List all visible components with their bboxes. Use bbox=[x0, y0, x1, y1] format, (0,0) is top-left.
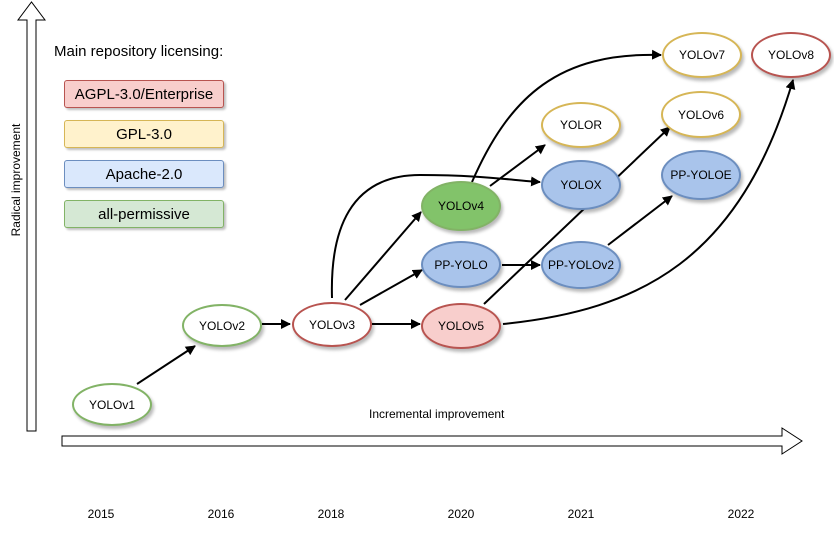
edge-yolov5-yolov6 bbox=[483, 126, 671, 305]
node-yolov4: YOLOv4 bbox=[421, 181, 501, 231]
node-yolov2: YOLOv2 bbox=[182, 304, 262, 347]
legend-item-agpl: AGPL-3.0/Enterprise bbox=[64, 80, 224, 108]
legend-item-permissive: all-permissive bbox=[64, 200, 224, 228]
legend-item-gpl: GPL-3.0 bbox=[64, 120, 224, 148]
year-label-2020: 2020 bbox=[447, 507, 475, 521]
node-pp-yoloe: PP-YOLOE bbox=[661, 150, 741, 200]
node-pp-yolo: PP-YOLO bbox=[421, 241, 501, 288]
node-yolov1: YOLOv1 bbox=[72, 383, 152, 426]
node-yolor: YOLOR bbox=[541, 102, 621, 148]
edge-ppyolov2-ppyoloe bbox=[607, 195, 673, 246]
y-axis-label: Radical improvement bbox=[9, 123, 23, 237]
legend-item-apache: Apache-2.0 bbox=[64, 160, 224, 188]
year-label-2021: 2021 bbox=[567, 507, 595, 521]
edge-yolov4-yolor bbox=[489, 144, 546, 187]
edge-yolov4-yolov7 bbox=[471, 49, 662, 183]
year-label-2022: 2022 bbox=[727, 507, 755, 521]
node-yolov7: YOLOv7 bbox=[662, 32, 742, 78]
legend-title: Main repository licensing: bbox=[54, 43, 224, 60]
node-yolov6: YOLOv6 bbox=[661, 91, 741, 138]
edge-yolov3-ppyolo bbox=[359, 269, 423, 306]
y-axis-arrow bbox=[17, 1, 46, 432]
year-label-2015: 2015 bbox=[87, 507, 115, 521]
node-yolox: YOLOX bbox=[541, 160, 621, 210]
node-pp-yolov2: PP-YOLOv2 bbox=[541, 241, 621, 289]
edge-yolov5-yolov8 bbox=[502, 79, 796, 325]
node-yolov3: YOLOv3 bbox=[292, 302, 372, 347]
node-yolov8: YOLOv8 bbox=[751, 32, 831, 78]
year-label-2016: 2016 bbox=[207, 507, 235, 521]
node-yolov5: YOLOv5 bbox=[421, 303, 501, 349]
edge-yolov1-yolov2 bbox=[136, 345, 196, 385]
x-axis-arrow bbox=[61, 427, 803, 455]
year-label-2018: 2018 bbox=[317, 507, 345, 521]
edge-yolov3-yolov4 bbox=[344, 211, 422, 301]
edge-yolov3-yolox bbox=[330, 173, 541, 299]
x-axis-label: Incremental improvement bbox=[369, 407, 505, 421]
